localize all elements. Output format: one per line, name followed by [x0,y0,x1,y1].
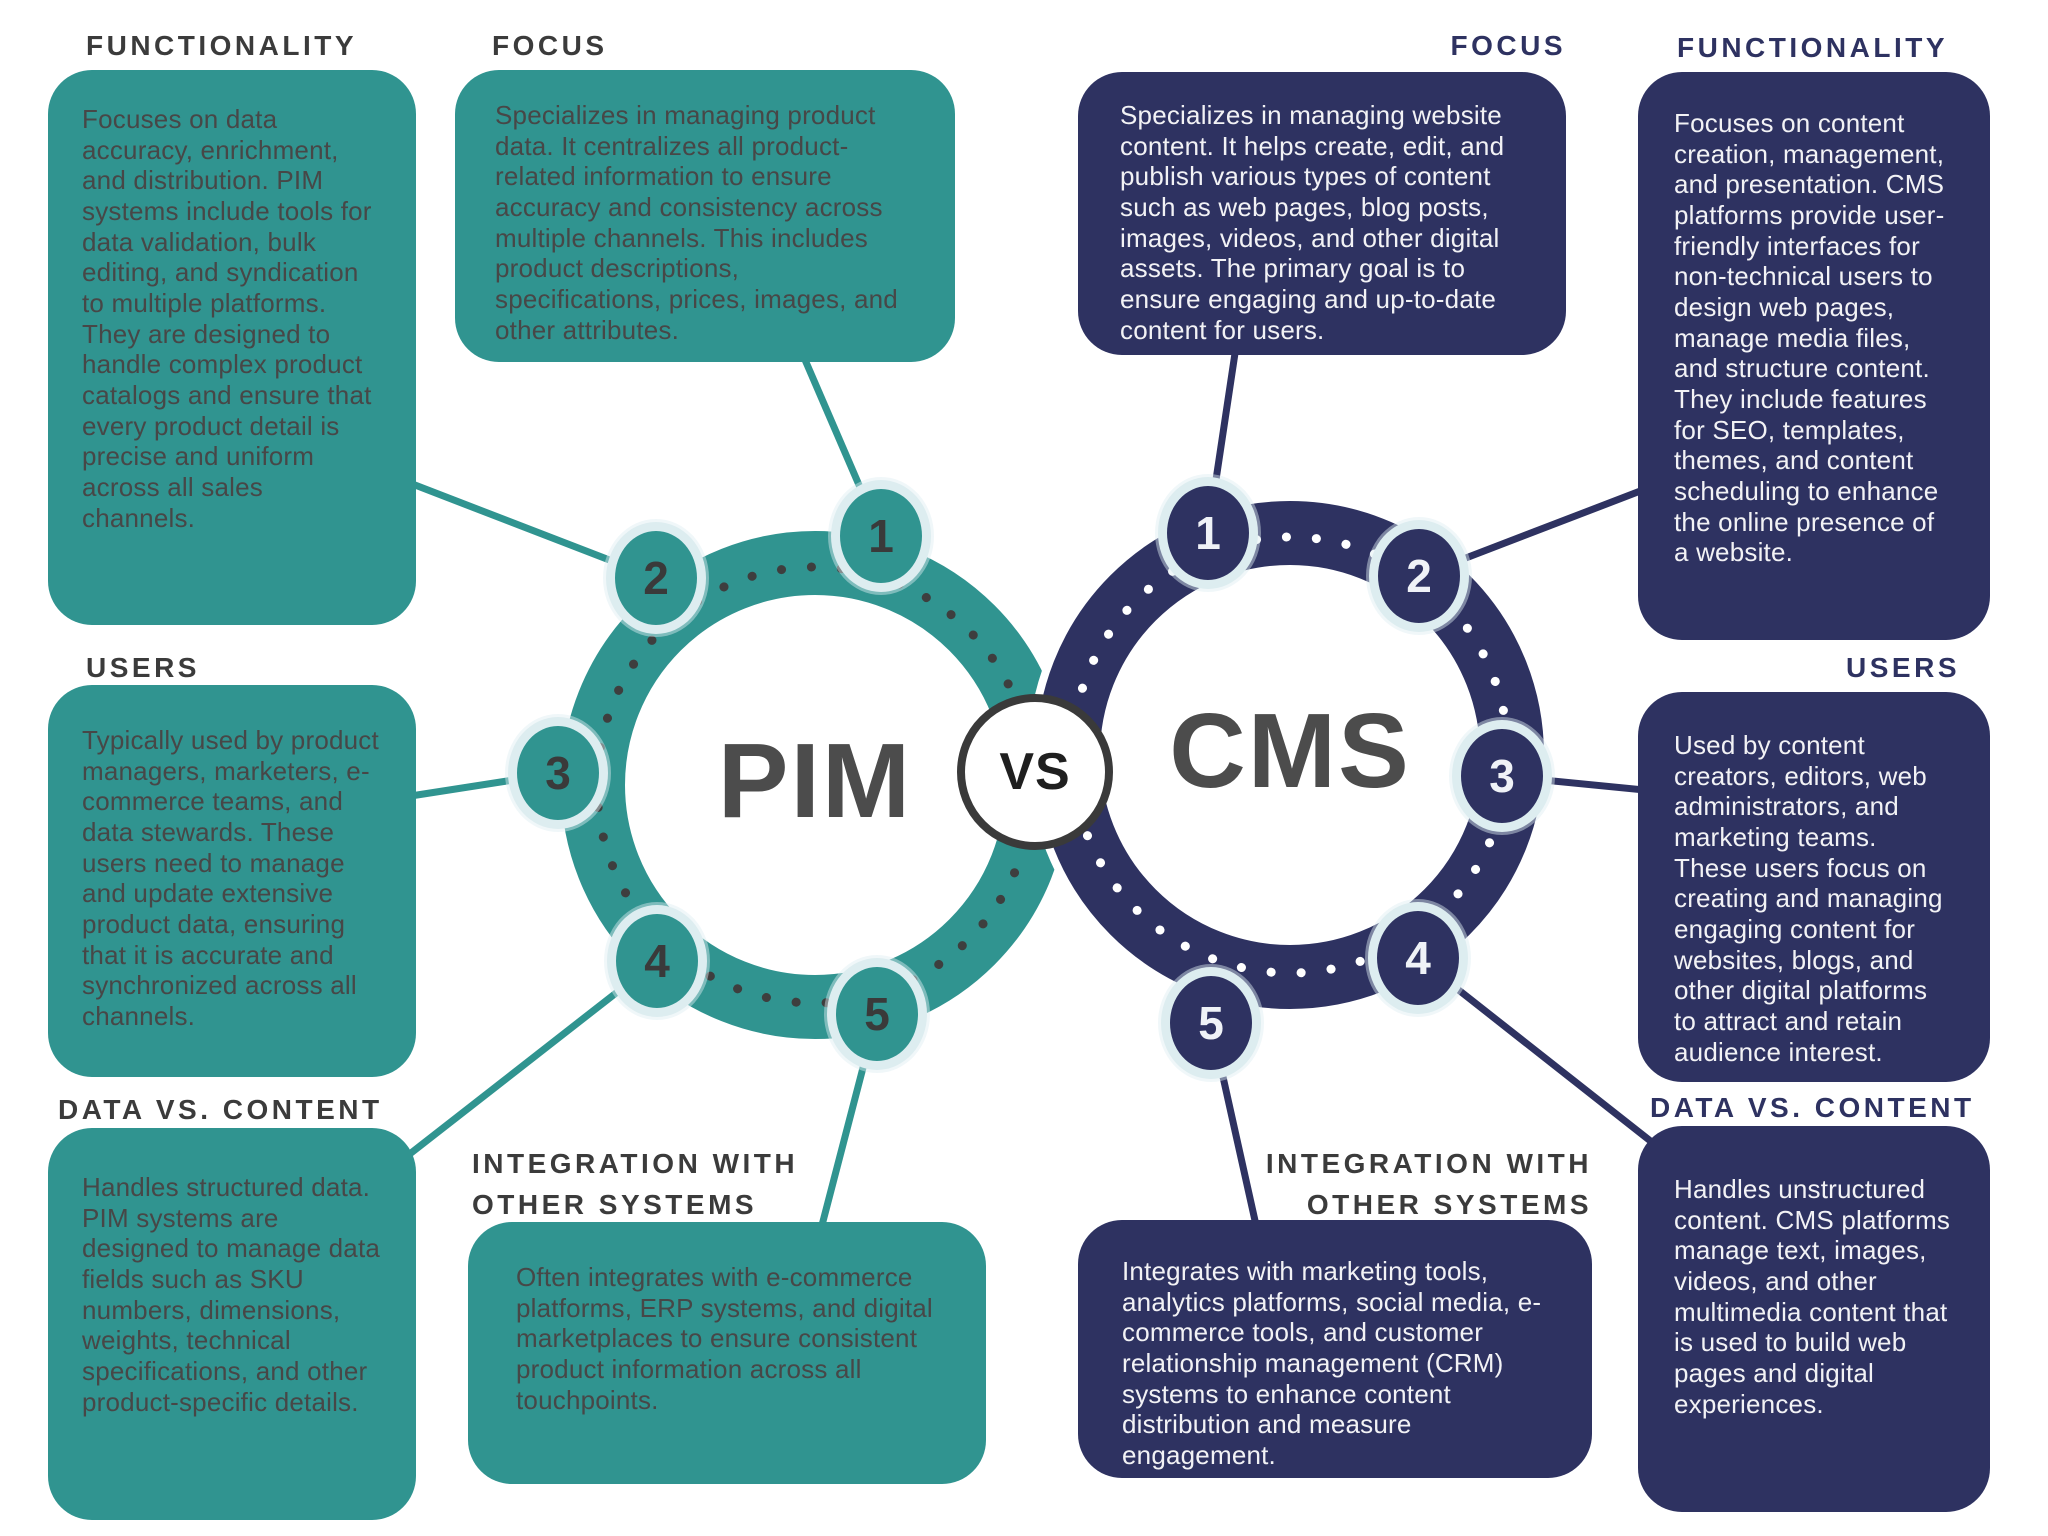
pim-functionality-heading: FUNCTIONALITY [86,30,358,61]
pim-data-vs-content-heading: DATA VS. CONTENT [58,1094,383,1125]
cms-node-2: 2 [1369,520,1469,632]
pim-focus-heading: FOCUS [492,30,608,61]
cms-focus-card: Specializes in managing website content.… [1078,72,1566,355]
vs-badge: VS [957,694,1113,850]
pim-node-3: 3 [508,717,608,829]
cms-data-vs-content-heading: DATA VS. CONTENT [1650,1092,1975,1123]
cms-node-1: 1 [1158,477,1258,589]
pim-node-4: 4 [607,905,707,1017]
cms-functionality-card: Focuses on content creation, management,… [1638,72,1990,640]
pim-integration-heading: INTEGRATION WITH OTHER SYSTEMS [472,1148,799,1220]
cms-integration-heading: INTEGRATION WITH OTHER SYSTEMS [1265,1148,1592,1220]
cms-data-vs-content-card: Handles unstructured content. CMS platfo… [1638,1126,1990,1512]
cms-users-heading: USERS [1846,652,1960,683]
cms-node-3: 3 [1452,720,1552,832]
vs-label: VS [999,743,1071,801]
cms-functionality-heading: FUNCTIONALITY [1677,32,1949,63]
pim-users-card: Typically used by product managers, mark… [48,685,416,1077]
pim-functionality-card: Focuses on data accuracy, enrichment, an… [48,70,416,625]
cms-integration-card: Integrates with marketing tools, analyti… [1078,1220,1592,1478]
pim-data-vs-content-card: Handles structured data. PIM systems are… [48,1128,416,1520]
pim-focus-card: Specializes in managing product data. It… [455,70,955,362]
cms-node-4: 4 [1368,902,1468,1014]
cms-focus-heading: FOCUS [1450,30,1566,61]
pim-label: PIM [717,722,913,840]
pim-integration-card: Often integrates with e-commerce platfor… [468,1222,986,1484]
pim-node-5: 5 [827,958,927,1070]
pim-users-heading: USERS [86,652,200,683]
pim-node-1: 1 [831,480,931,592]
cms-users-card: Used by content creators, editors, web a… [1638,692,1990,1082]
pim-node-2: 2 [606,522,706,634]
cms-label: CMS [1169,692,1411,810]
cms-node-5: 5 [1161,967,1261,1079]
